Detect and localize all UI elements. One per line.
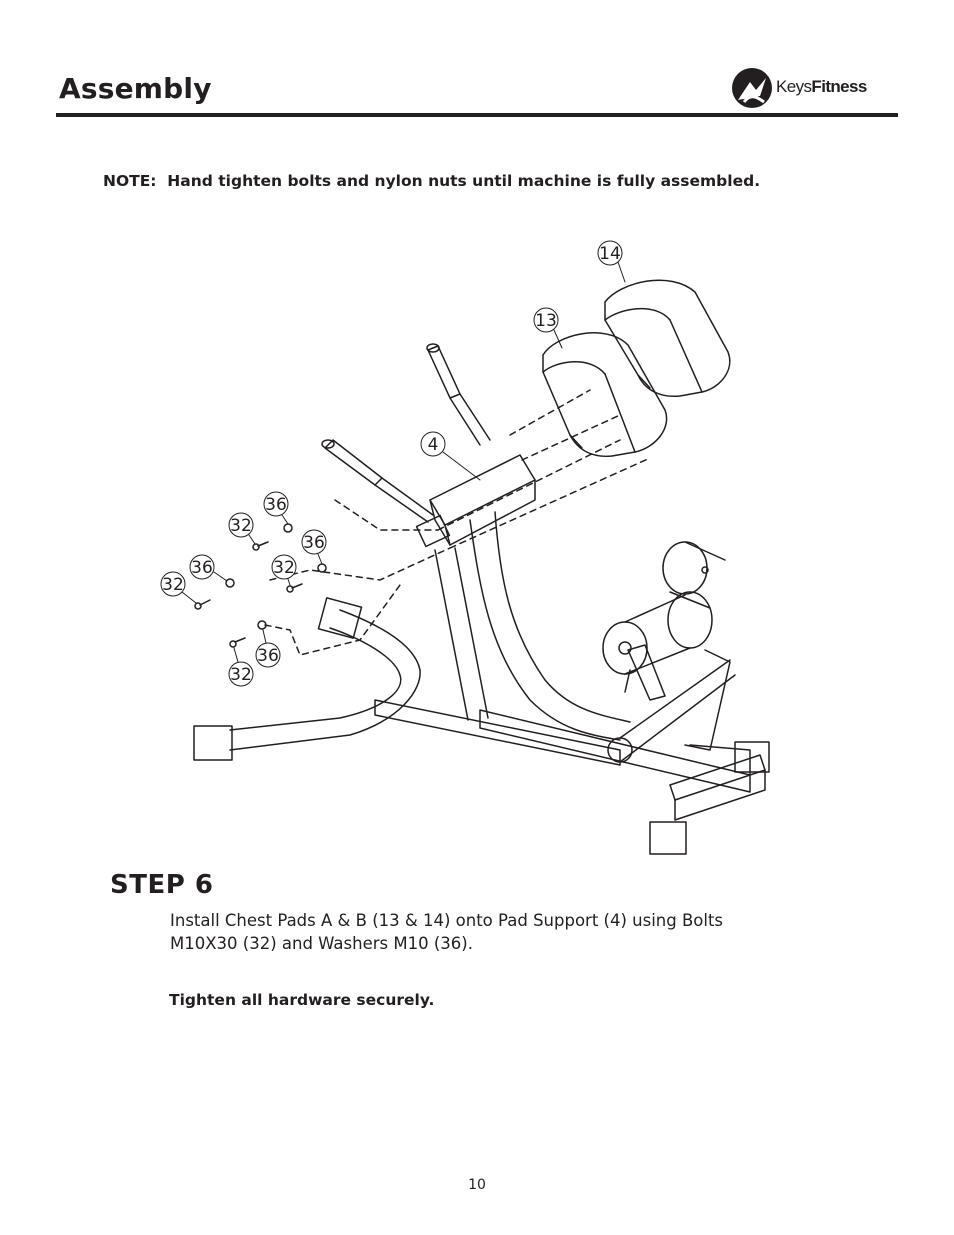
- leg-rollers: [602, 541, 736, 763]
- callout-32-c: 32: [160, 571, 197, 604]
- runner-logo-icon: [732, 68, 772, 108]
- handle-right: [426, 343, 491, 446]
- step-title: STEP 6: [110, 870, 214, 900]
- keys-fitness-logo: KeysFitness: [730, 66, 900, 110]
- svg-text:32: 32: [162, 575, 184, 595]
- svg-text:36: 36: [303, 533, 325, 553]
- svg-text:36: 36: [265, 495, 287, 515]
- assembly-diagram: 14 13 4 36 32: [150, 230, 800, 870]
- callout-13: 13: [533, 307, 563, 349]
- main-frame: [374, 511, 770, 855]
- svg-text:4: 4: [428, 435, 439, 455]
- callouts: 14 13 4 36 32: [160, 240, 626, 687]
- step-instruction-line-1: Install Chest Pads A & B (13 & 14) onto …: [170, 911, 724, 930]
- svg-text:32: 32: [273, 558, 295, 578]
- callout-4: 4: [420, 431, 481, 481]
- svg-text:32: 32: [230, 516, 252, 536]
- assembly-note: NOTE: Hand tighten bolts and nylon nuts …: [103, 172, 761, 190]
- callout-32-d: 32: [228, 647, 254, 687]
- callout-36-c: 36: [189, 554, 228, 582]
- step-instructions: Install Chest Pads A & B (13 & 14) onto …: [170, 909, 790, 955]
- tighten-warning: Tighten all hardware securely.: [169, 991, 435, 1009]
- header-divider: [56, 113, 898, 117]
- step-instruction-line-2: M10X30 (32) and Washers M10 (36).: [170, 934, 473, 953]
- callout-14: 14: [597, 240, 626, 283]
- callout-32-b: 32: [271, 554, 297, 586]
- callout-36-b: 36: [301, 529, 327, 565]
- callout-32-a: 32: [228, 512, 256, 545]
- page-title: Assembly: [59, 72, 212, 105]
- handle-left: [321, 439, 434, 523]
- svg-text:36: 36: [191, 558, 213, 578]
- brand-fitness: Fitness: [811, 77, 867, 96]
- chest-pad-b: [604, 279, 731, 398]
- svg-text:13: 13: [535, 311, 557, 331]
- page-number: 10: [468, 1177, 486, 1193]
- front-curved-bar: [193, 597, 421, 761]
- callout-36-d: 36: [255, 629, 281, 668]
- svg-text:36: 36: [257, 646, 279, 666]
- chest-pad-a: [542, 332, 668, 458]
- hardware-bolts-washers: [194, 523, 327, 648]
- brand-keys: Keys: [776, 77, 812, 96]
- svg-text:32: 32: [230, 665, 252, 685]
- brand-wordmark: KeysFitness: [776, 77, 867, 97]
- exploded-view-drawing: 14 13 4 36 32: [160, 240, 770, 855]
- pad-support: [415, 454, 536, 548]
- svg-text:14: 14: [599, 244, 621, 264]
- callout-36-a: 36: [263, 491, 289, 525]
